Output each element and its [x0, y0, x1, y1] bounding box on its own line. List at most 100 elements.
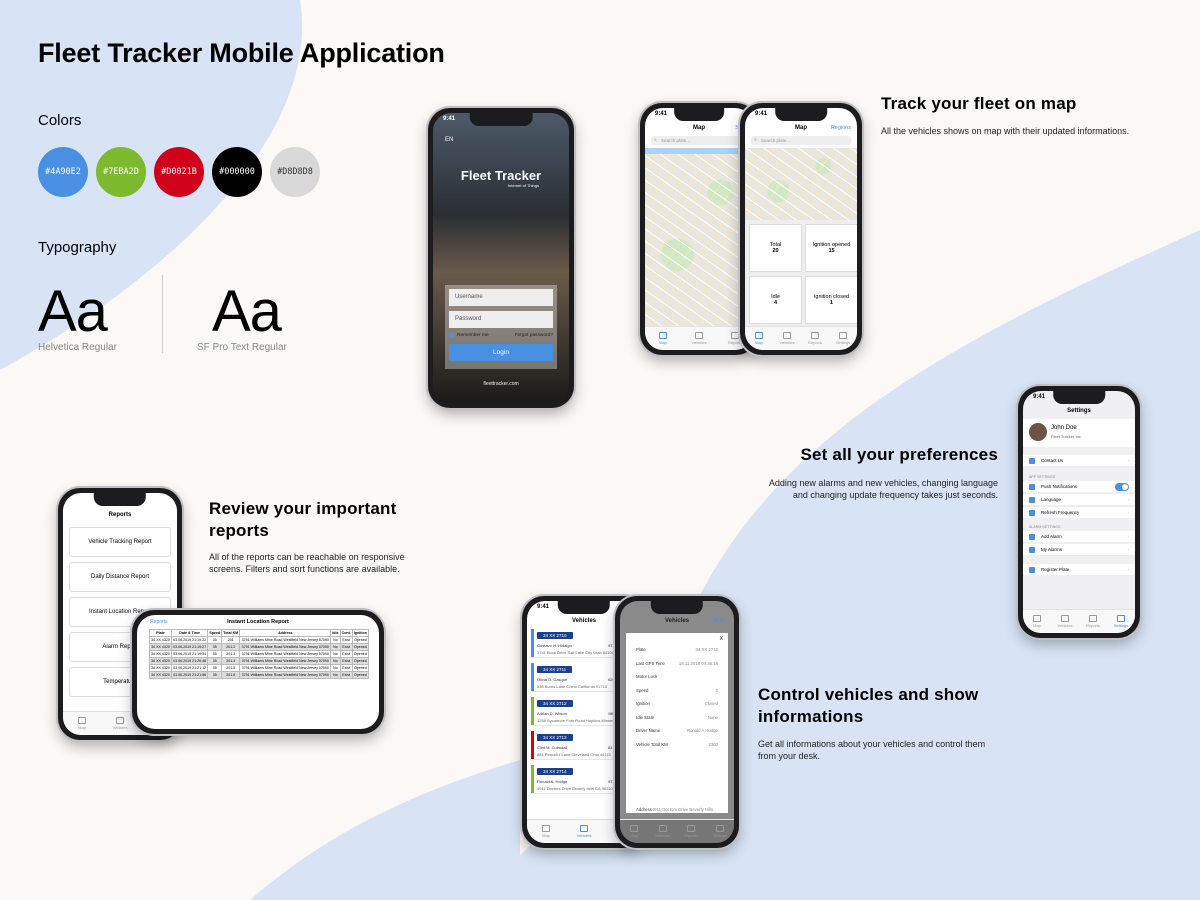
tab-vehicles[interactable]: Vehicles	[573, 825, 595, 838]
tab-map[interactable]: Map	[71, 717, 93, 730]
back-button[interactable]: ‹ Reports	[147, 619, 168, 625]
tab-reports[interactable]: Reports	[804, 332, 826, 345]
tab-label: Vehicles	[655, 833, 671, 838]
vehicle-address: 3741 Buck Drive Salt Lake City Utah 8410…	[537, 650, 614, 655]
stat-value: 1	[829, 300, 834, 306]
detail-value: Ronald A Hodge	[686, 728, 718, 733]
tab-bar: Map Vehicles Reports Settings	[745, 326, 857, 350]
tab-vehicles[interactable]: Vehicles	[1054, 615, 1076, 628]
avatar	[1029, 423, 1047, 441]
password-input[interactable]: Password	[449, 311, 553, 328]
plate-badge: 34 XX 2714	[537, 768, 573, 775]
tab-map[interactable]: Map	[652, 332, 674, 345]
user-company: Fleet Tracker Inc.	[1051, 434, 1082, 439]
tab-map[interactable]: Map	[535, 825, 557, 838]
close-icon[interactable]: X	[719, 636, 723, 642]
map-view[interactable]	[645, 148, 753, 326]
column-header[interactable]: Plate	[149, 629, 172, 637]
filter-button[interactable]: Filter	[713, 618, 726, 624]
prefs-title: Set all your preferences	[800, 445, 998, 464]
remember-checkbox[interactable]: Remember me	[449, 333, 489, 338]
tab-vehicles[interactable]: Vehicles	[776, 332, 798, 345]
tab-settings[interactable]: Settings	[1110, 615, 1132, 628]
report-item[interactable]: Daily Distance Report	[69, 562, 171, 592]
table-cell: No	[330, 643, 341, 651]
control-desc: Get all informations about your vehicles…	[758, 739, 986, 761]
profile-card[interactable]: John Doe Fleet Tracker Inc.	[1023, 419, 1135, 447]
column-header[interactable]: Address	[239, 629, 332, 637]
detail-value: Closed	[704, 701, 718, 706]
column-header[interactable]: Date & Time	[170, 629, 209, 637]
back-label: Reports	[150, 619, 168, 625]
tab-map[interactable]: Map	[623, 825, 645, 838]
table-cell: Opened	[351, 671, 370, 679]
column-header[interactable]: Ignition	[351, 629, 370, 637]
add-alarm-row[interactable]: Add Alarm	[1023, 531, 1135, 543]
tab-label: Vehicles	[576, 833, 592, 838]
status-time: 9:41	[755, 111, 768, 117]
table-cell: 35	[207, 657, 223, 665]
forgot-password-link[interactable]: Forgot password?	[514, 333, 553, 338]
report-item[interactable]: Vehicle Tracking Report	[69, 527, 171, 557]
tab-reports[interactable]: Reports	[680, 825, 702, 838]
tab-map[interactable]: Map	[1026, 615, 1048, 628]
detail-row: Driver Name Ronald A Hodge	[636, 728, 718, 733]
contact-us-row[interactable]: Contact Us	[1023, 455, 1135, 467]
gear-icon	[715, 825, 724, 832]
row-label: Refresh Frequency	[1041, 510, 1080, 515]
status-time: 9:41	[537, 604, 550, 610]
tab-settings[interactable]: Settings	[709, 825, 731, 838]
table-cell: 03.06.2019 21:20:48	[170, 657, 209, 665]
status-bar	[531, 697, 534, 725]
tab-vehicles[interactable]: Vehicles	[688, 332, 710, 345]
column-header[interactable]: Cont.	[339, 629, 353, 637]
regions-button[interactable]: Regions	[830, 125, 851, 131]
search-input[interactable]: Search plate...	[651, 136, 747, 145]
tab-settings[interactable]: Settings	[832, 332, 854, 345]
push-toggle[interactable]	[1115, 483, 1129, 491]
reports-icon	[687, 825, 696, 832]
tab-vehicles[interactable]: Vehicles	[109, 717, 131, 730]
tab-label: Vehicles	[779, 340, 795, 345]
tab-map[interactable]: Map	[748, 332, 770, 345]
vehicle-icon	[695, 332, 703, 339]
detail-key: Driver Name	[636, 728, 661, 733]
table-cell: 201.4	[221, 657, 241, 665]
row-label: My Alarms	[1041, 547, 1063, 552]
my-alarms-row[interactable]: My Alarms	[1023, 544, 1135, 556]
column-header[interactable]: Idle	[330, 629, 341, 637]
language-selector[interactable]: EN	[445, 137, 454, 143]
map-view[interactable]	[745, 148, 857, 220]
refresh-frequency-row[interactable]: Refresh Frequency	[1023, 507, 1135, 519]
register-plate-row[interactable]: Register Plate	[1023, 564, 1135, 576]
tab-reports[interactable]: Reports	[724, 332, 746, 345]
detail-key: Motor Lock	[636, 674, 658, 679]
username-input[interactable]: Username	[449, 289, 553, 306]
map-phone-back: 9:41 Map Show Search plate... Map Vehicl…	[640, 103, 758, 355]
tab-label: Vehicles	[112, 725, 128, 730]
search-input[interactable]: Search plate...	[751, 136, 851, 145]
tab-vehicles[interactable]: Vehicles	[652, 825, 674, 838]
tab-label: Settings	[712, 833, 727, 838]
table-cell: Opened	[351, 643, 370, 651]
login-button[interactable]: Login	[449, 344, 553, 361]
column-header[interactable]: Total KM	[221, 629, 241, 637]
tab-reports[interactable]: Reports	[1082, 615, 1104, 628]
tab-label: Map	[755, 340, 763, 345]
column-header[interactable]: Speed	[207, 629, 223, 637]
language-row[interactable]: Language	[1023, 494, 1135, 506]
color-swatch: #7EBA2D	[96, 147, 146, 197]
